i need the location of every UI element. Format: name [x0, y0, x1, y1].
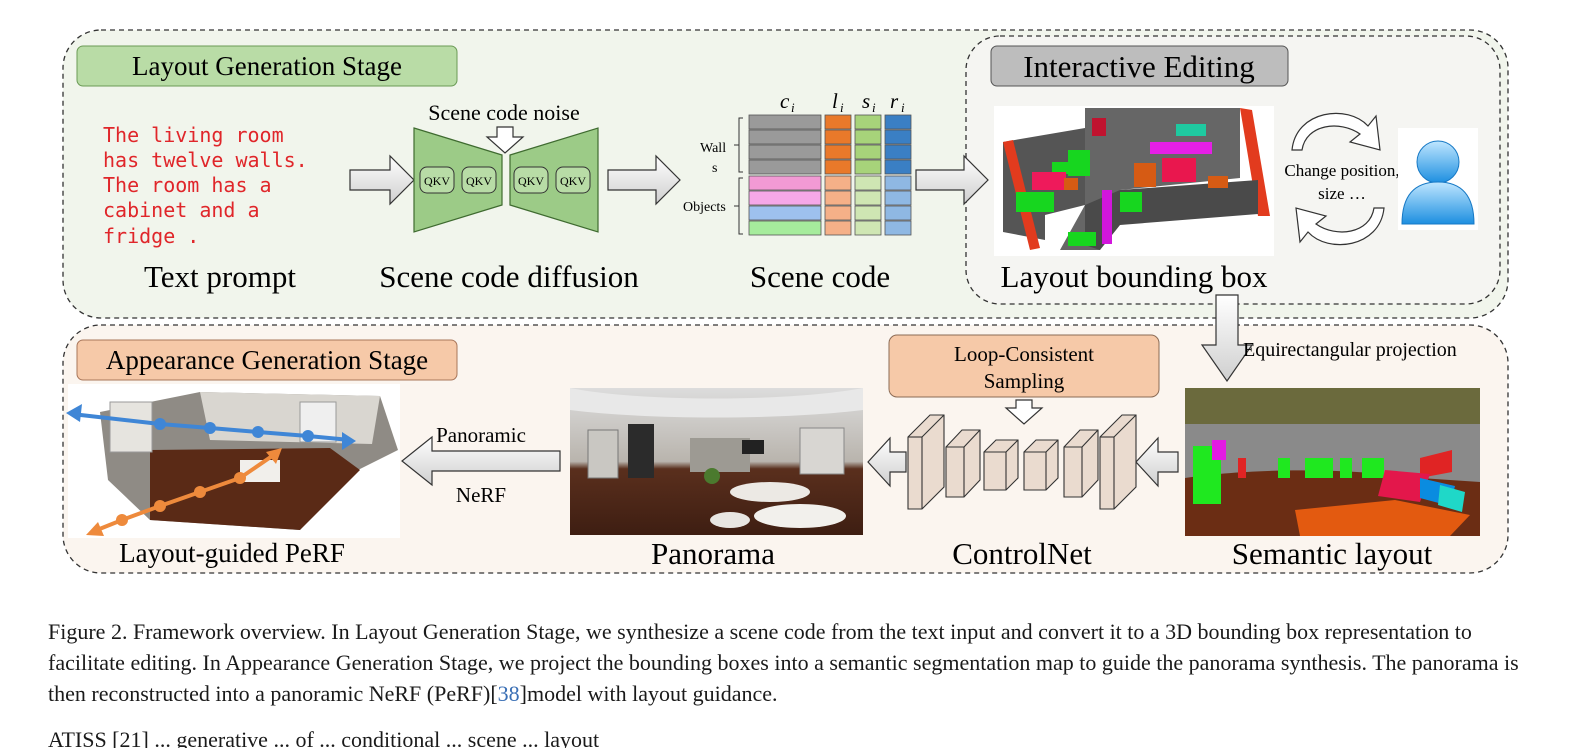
edit-text: Change position, [1284, 161, 1399, 180]
text-prompt-handwriting: The living room has twelve walls. The ro… [103, 123, 308, 248]
header-s: s [862, 89, 870, 113]
header-sub: i [791, 100, 795, 115]
arrow-down-icon [485, 126, 525, 154]
interactive-title-box [990, 45, 1289, 87]
objects-brace [734, 177, 743, 235]
qkv-label: QKV [518, 174, 544, 188]
panorama-image [570, 388, 863, 535]
next-paragraph-cut: ATISS [21] ... generative ... of ... con… [48, 727, 600, 748]
cycle-arrows [1291, 112, 1385, 246]
header-l: l [832, 89, 838, 113]
header-r: r [890, 89, 899, 113]
label-layout-perf: Layout-guided PeRF [119, 538, 345, 568]
arrow-left-icon [401, 435, 561, 487]
arrow-left-icon [1135, 436, 1179, 488]
caption-text: Figure 2. Framework overview. In Layout … [48, 619, 1519, 706]
prompt-line: cabinet and a [103, 198, 260, 222]
loop-sampling-label-cont: Sampling [984, 369, 1065, 393]
controlnet-blocks [907, 414, 1137, 510]
prompt-line: has twelve walls. [103, 148, 308, 172]
layout-stage-title: Layout Generation Stage [132, 51, 402, 81]
prompt-line: The room has a [103, 173, 272, 197]
panoramic-label: Panoramic [436, 423, 526, 447]
arrow-right-icon [607, 154, 681, 206]
label-layout-bbox: Layout bounding box [1001, 259, 1268, 294]
qkv-units: QKV QKV QKV QKV [419, 166, 591, 194]
label-scene-code-diffusion: Scene code diffusion [379, 259, 639, 294]
edit-text-cont: size … [1318, 184, 1366, 203]
header-sub: i [901, 100, 905, 115]
prompt-line: fridge . [103, 224, 199, 248]
label-controlnet: ControlNet [952, 536, 1092, 571]
layout-stage-title-box [76, 45, 458, 87]
caption-tail: ]model with layout guidance. [519, 681, 778, 706]
arrow-left-icon [867, 436, 907, 488]
header-c: c [780, 89, 790, 113]
qkv-label: QKV [424, 174, 450, 188]
encoder-block [413, 127, 503, 233]
decoder-block [509, 127, 599, 233]
citation-link[interactable]: 38 [497, 681, 520, 706]
framework-figure: Layout Generation Stage Interactive Edit… [62, 29, 1509, 574]
equirect-label: Equirectangular projection [1243, 339, 1457, 361]
qkv-label: QKV [560, 174, 586, 188]
walls-label-cont: s [712, 161, 717, 176]
layout-bbox-render [994, 106, 1274, 256]
arrow-down-icon [1004, 399, 1044, 425]
user-icon [1398, 128, 1478, 230]
label-scene-code: Scene code [750, 259, 890, 294]
interactive-title: Interactive Editing [1023, 49, 1255, 84]
label-semantic-layout: Semantic layout [1232, 536, 1433, 571]
label-panorama: Panorama [651, 536, 775, 571]
semantic-layout-image [1185, 388, 1480, 536]
arrow-right-icon [915, 154, 989, 206]
camera-path-blue [71, 412, 351, 442]
loop-sampling-box [888, 334, 1160, 398]
appearance-stage-title: Appearance Generation Stage [106, 345, 428, 375]
walls-brace [734, 117, 743, 173]
figure-caption: Figure 2. Framework overview. In Layout … [48, 616, 1538, 709]
arrow-down-icon [1200, 294, 1254, 383]
nerf-label: NeRF [456, 483, 506, 507]
loop-sampling-label: Loop-Consistent [954, 342, 1094, 366]
perf-3d-room [66, 384, 400, 538]
qkv-label: QKV [466, 174, 492, 188]
header-sub: i [872, 100, 876, 115]
objects-label: Objects [683, 200, 726, 215]
header-sub: i [840, 100, 844, 115]
appearance-stage-title-box [76, 339, 458, 381]
noise-label: Scene code noise [428, 100, 580, 125]
scene-code-table: c l s r i i i i Wall s Objects [683, 89, 912, 236]
prompt-line: The living room [103, 123, 284, 147]
walls-label: Wall [700, 141, 726, 156]
arrow-right-icon [349, 154, 415, 206]
label-text-prompt: Text prompt [144, 259, 296, 294]
